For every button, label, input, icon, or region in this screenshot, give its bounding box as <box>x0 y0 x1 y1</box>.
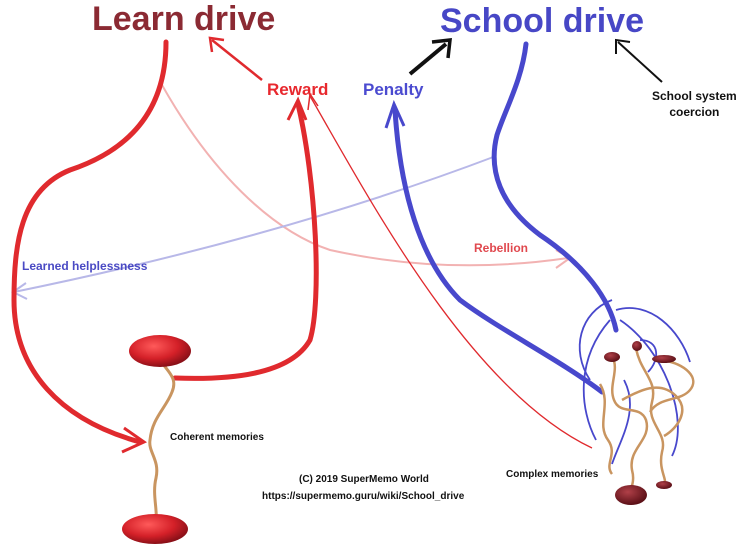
school-drive-title: School drive <box>440 2 645 40</box>
school-branch-4 <box>619 319 679 457</box>
penalty-loop-arrow <box>392 107 605 395</box>
learned-helplessness-arrow <box>13 155 497 293</box>
complex-neuron-4 <box>615 485 647 505</box>
learn-drive-arrowhead <box>121 426 148 454</box>
coercion-to-school-arrow <box>617 41 663 83</box>
school-drive-arrow <box>491 41 619 333</box>
coherent-dendrite <box>148 359 176 526</box>
reward-loop-arrowhead <box>286 96 308 121</box>
complex-neuron-1 <box>604 352 620 362</box>
complex-neuron-2 <box>632 341 642 351</box>
coherent-neuron-top <box>129 335 191 367</box>
reward-to-learn-arrow <box>211 39 263 81</box>
penalty-to-school-arrow <box>408 42 448 76</box>
rebellion-label: Rebellion <box>474 241 529 255</box>
learn-drive-title: Learn drive <box>92 0 276 38</box>
penalty-loop-arrowhead <box>384 99 406 129</box>
penalty-to-school-arrowhead <box>431 38 452 59</box>
complex-neuron-3 <box>652 355 676 363</box>
complex-to-reward-arrow <box>309 95 593 449</box>
penalty-label: Penalty <box>363 80 424 99</box>
reward-to-learn-arrowhead <box>208 36 225 53</box>
complex-dendrites <box>598 347 695 495</box>
source-url: https://supermemo.guru/wiki/School_drive <box>262 491 465 502</box>
complex-neuron-5 <box>656 481 672 489</box>
rebellion-arrow <box>161 84 569 267</box>
coherent-neuron-bottom <box>122 514 188 544</box>
school-branch-5 <box>611 379 631 465</box>
school-system-line: School system <box>652 89 737 103</box>
school-branch-1 <box>615 307 691 363</box>
school-branch-3 <box>582 319 611 441</box>
coercion-to-school-arrowhead <box>615 38 631 54</box>
school-branch-6 <box>639 339 657 373</box>
reward-loop-arrow <box>172 101 319 381</box>
complex-to-reward-arrowhead <box>307 91 319 111</box>
copyright-text: (C) 2019 SuperMemo World <box>299 474 429 485</box>
reward-label: Reward <box>267 80 329 99</box>
complex-memories-label: Complex memories <box>506 469 599 480</box>
learned-helplessness-label: Learned helplessness <box>22 259 148 273</box>
school-system-coercion-label: School system coercion <box>652 88 737 120</box>
coherent-memories-label: Coherent memories <box>170 432 264 443</box>
learn-drive-arrow <box>11 39 169 445</box>
coercion-line: coercion <box>669 105 720 119</box>
